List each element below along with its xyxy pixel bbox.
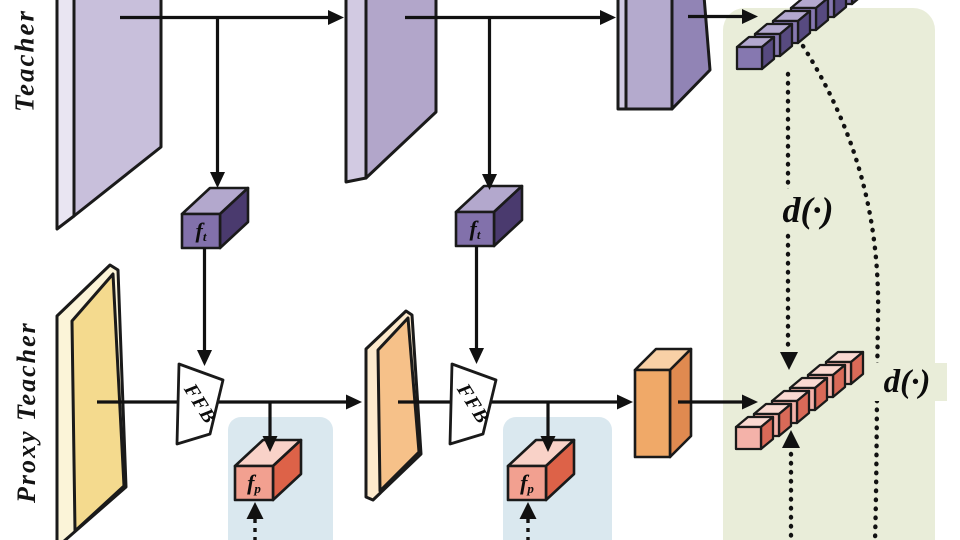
teacher-feature-map-1 [55, 0, 163, 231]
proxy-teacher-row-label: Proxy Teacher [12, 321, 41, 503]
teacher-feature-map-2 [344, 0, 438, 184]
ffb-block-1 [175, 362, 225, 446]
teacher-feature-map-3 [616, 0, 712, 111]
ft-box-1 [180, 186, 250, 250]
fp-box-1 [233, 438, 303, 502]
proxy-feature-map-2 [364, 309, 423, 502]
proxy-flow-arrows [97, 394, 758, 452]
proxy-feature-map-3 [633, 347, 693, 459]
ft-box-2 [454, 184, 524, 248]
student-feature-arrow-1 [246, 502, 264, 540]
fp-box-2 [506, 438, 576, 502]
student-feature-arrow-2 [519, 502, 537, 540]
distance-function-label-1: d(·) [761, 189, 855, 231]
distance-panel [723, 8, 935, 540]
distance-function-label-2: d(·) [867, 363, 947, 401]
ffb-block-2 [448, 362, 498, 446]
distance-connectors [780, 43, 881, 540]
proxy-token-stack [734, 350, 865, 451]
teacher-row-label: Teacher [9, 9, 40, 113]
teacher-token-stack [735, 0, 859, 71]
teacher-flow-arrows [120, 9, 758, 366]
